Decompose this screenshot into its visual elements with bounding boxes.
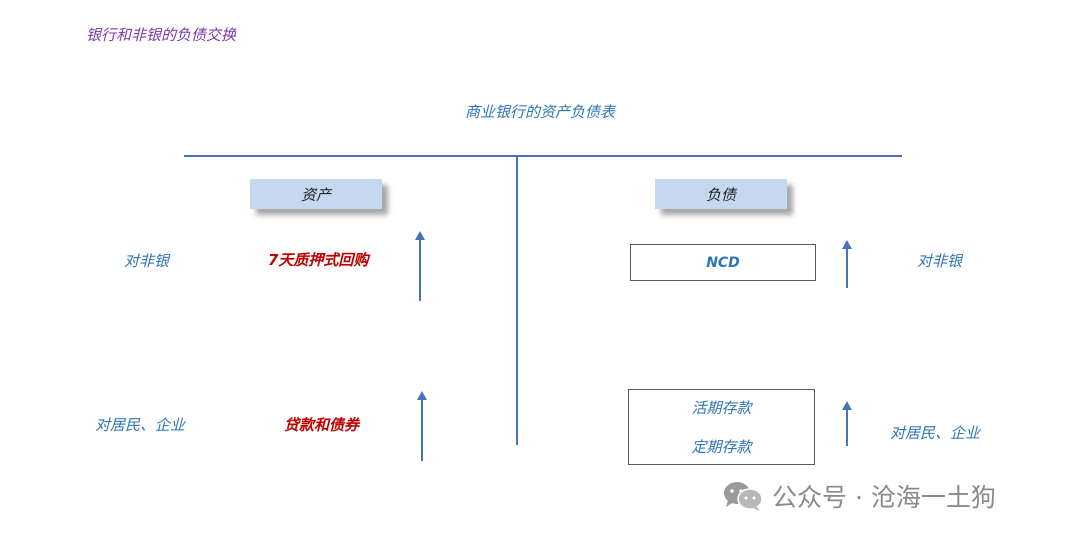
liabilities-counterparty-nonbank: 对非银 [917,252,963,270]
liabilities-deposits-box: 活期存款 定期存款 [628,389,815,465]
t-account-vertical-line [516,155,518,445]
liabilities-upper-arrow-icon [842,240,852,288]
liabilities-item-time-deposits: 定期存款 [691,438,752,456]
liabilities-item-demand-deposits: 活期存款 [691,399,752,417]
balance-sheet-title: 商业银行的资产负债表 [464,103,615,121]
liabilities-item-ncd: NCD [706,254,740,271]
assets-header: 资产 [250,179,382,209]
liabilities-counterparty-households: 对居民、企业 [890,424,981,442]
assets-item-repo: 7天质押式回购 [268,251,369,269]
assets-lower-arrow-icon [417,391,427,461]
assets-item-loans-bonds: 贷款和债券 [284,416,360,434]
watermark: 公众号 · 沧海一土狗 [722,478,996,514]
watermark-text: 公众号 · 沧海一土狗 [772,483,996,512]
assets-upper-arrow-icon [415,231,425,301]
assets-counterparty-households: 对居民、企业 [95,416,186,434]
assets-counterparty-nonbank: 对非银 [124,252,170,270]
liabilities-ncd-box: NCD [630,244,816,281]
liabilities-header: 负债 [655,179,787,209]
wechat-icon [724,482,763,511]
page-title: 银行和非银的负债交换 [86,26,237,44]
t-account-horizontal-line [184,155,902,157]
liabilities-lower-arrow-icon [842,401,852,446]
